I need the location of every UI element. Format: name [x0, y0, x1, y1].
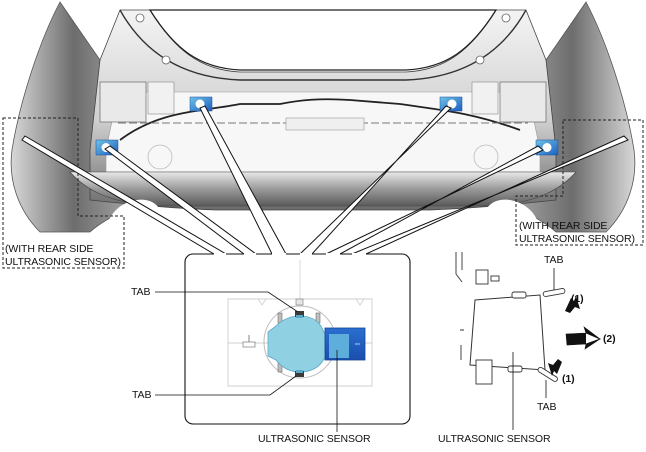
step-2-label: (2) — [603, 333, 616, 345]
side-tab-bottom — [537, 366, 558, 382]
detail-tab-bottom-marker — [295, 371, 304, 377]
bolt-hole — [161, 55, 171, 65]
step-arrows — [548, 296, 602, 376]
side-note-right: (WITH REAR SIDE ULTRASONIC SENSOR) — [519, 220, 635, 245]
detail-sensor-label: ULTRASONIC SENSOR — [258, 433, 371, 445]
license-plate-bracket — [285, 117, 365, 131]
side-sensor-label: ULTRASONIC SENSOR — [438, 433, 551, 445]
side-sensor-region-right — [515, 119, 644, 246]
callout-leaders — [21, 105, 629, 255]
bolt-hole — [135, 13, 145, 23]
side-note-left: (WITH REAR SIDE ULTRASONIC SENSOR) — [5, 243, 121, 268]
side-sensor-view — [455, 252, 566, 430]
clip-housing — [475, 269, 489, 285]
bumper-top-opening — [148, 9, 498, 71]
detail-tab-top-label: TAB — [131, 286, 151, 298]
detail-tab-top-marker — [295, 311, 304, 317]
press-arrow-bottom-icon[interactable] — [548, 359, 562, 376]
bolt-hole — [475, 55, 485, 65]
pull-arrow-icon[interactable] — [565, 326, 601, 350]
side-tab-top — [542, 288, 566, 297]
right-bracket — [499, 81, 547, 123]
left-bracket-plate — [147, 81, 175, 115]
side-tab-bottom-label: TAB — [537, 401, 557, 413]
reflector-mount-left — [147, 144, 173, 170]
right-wheel-arch — [486, 199, 540, 232]
rear-bumper — [10, 1, 636, 233]
left-bracket — [99, 81, 147, 123]
side-sensor-region-left — [2, 117, 125, 269]
detail-tab-bottom-label: TAB — [132, 389, 152, 401]
leader-detail-tab-top — [155, 291, 299, 313]
wiring-harness — [119, 98, 521, 141]
bumper-top-edge — [119, 9, 527, 81]
press-arrow-top-icon[interactable] — [565, 296, 580, 313]
bolt-hole — [501, 13, 511, 23]
reflector-mount-right — [473, 144, 499, 170]
side-tab-top-label: TAB — [544, 254, 564, 266]
step-1-bottom-label: (1) — [562, 373, 575, 385]
side-ultrasonic-sensor-body — [469, 294, 546, 371]
mount-edge — [455, 252, 463, 283]
step-1-top-label: (1) — [571, 293, 584, 305]
sensor-tile-inner-left[interactable] — [189, 96, 213, 112]
right-bracket-plate — [471, 81, 499, 115]
detail-callout-box — [155, 253, 411, 432]
leader-detail-tab-bottom — [155, 375, 297, 396]
